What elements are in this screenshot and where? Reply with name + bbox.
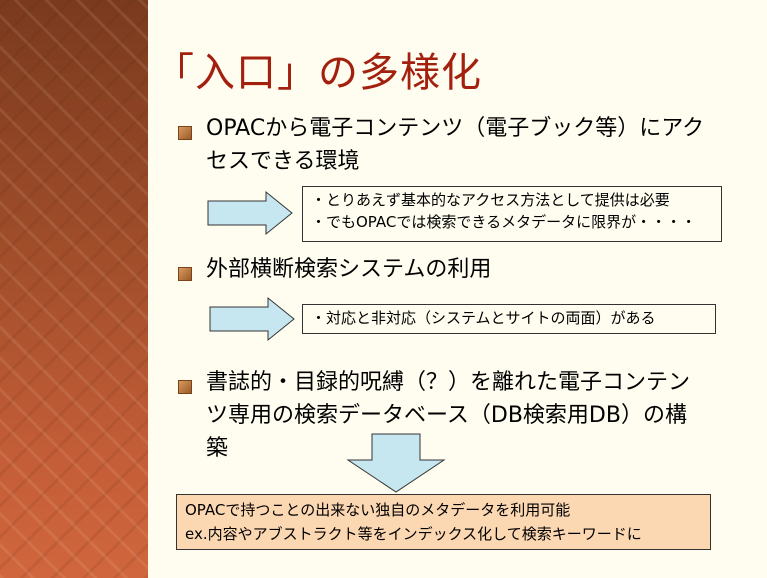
bullet-1: OPACから電子コンテンツ（電子ブック等）にアク セスできる環境 (182, 112, 704, 178)
right-arrow-icon (207, 190, 293, 236)
note-1-line-1: ・とりあえず基本的なアクセス方法として提供は必要 (311, 191, 670, 209)
result-line-2: ex.内容やアブストラクト等をインデックス化して検索キーワードに (185, 525, 642, 543)
bullet-3: 書誌的・目録的呪縛（？）を離れた電子コンテン ツ専用の検索データベース（DB検索… (182, 366, 690, 465)
bullet-1-line-2: セスできる環境 (206, 149, 360, 174)
bullet-square-icon (178, 267, 192, 281)
bullet-3-line-2: ツ専用の検索データベース（DB検索用DB）の構 (206, 403, 687, 428)
note-box-access: ・とりあえず基本的なアクセス方法として提供は必要 ・でもOPACでは検索できるメ… (302, 186, 722, 242)
note-box-federated-search: ・対応と非対応（システムとサイトの両面）がある (302, 304, 716, 334)
bullet-2: 外部横断検索システムの利用 (182, 253, 491, 286)
right-arrow-icon (209, 296, 295, 342)
slide-title: 「入口」の多様化 (154, 50, 482, 96)
decorative-side-band (0, 0, 148, 578)
result-line-1: OPACで持つことの出来ない独自のメタデータを利用可能 (185, 501, 571, 519)
down-arrow-icon (346, 433, 446, 493)
bullet-2-line-1: 外部横断検索システムの利用 (206, 257, 492, 282)
note-1-line-2: ・でもOPACでは検索できるメタデータに限界が・・・・ (311, 213, 697, 231)
bullet-square-icon (178, 126, 192, 140)
result-box: OPACで持つことの出来ない独自のメタデータを利用可能 ex.内容やアブストラク… (176, 494, 711, 550)
note-2-line-1: ・対応と非対応（システムとサイトの両面）がある (311, 309, 656, 327)
bullet-3-line-1: 書誌的・目録的呪縛（？）を離れた電子コンテン (206, 370, 691, 395)
bullet-square-icon (178, 380, 192, 394)
bullet-1-line-1: OPACから電子コンテンツ（電子ブック等）にアク (206, 116, 705, 141)
bullet-3-line-3: 築 (206, 436, 229, 461)
